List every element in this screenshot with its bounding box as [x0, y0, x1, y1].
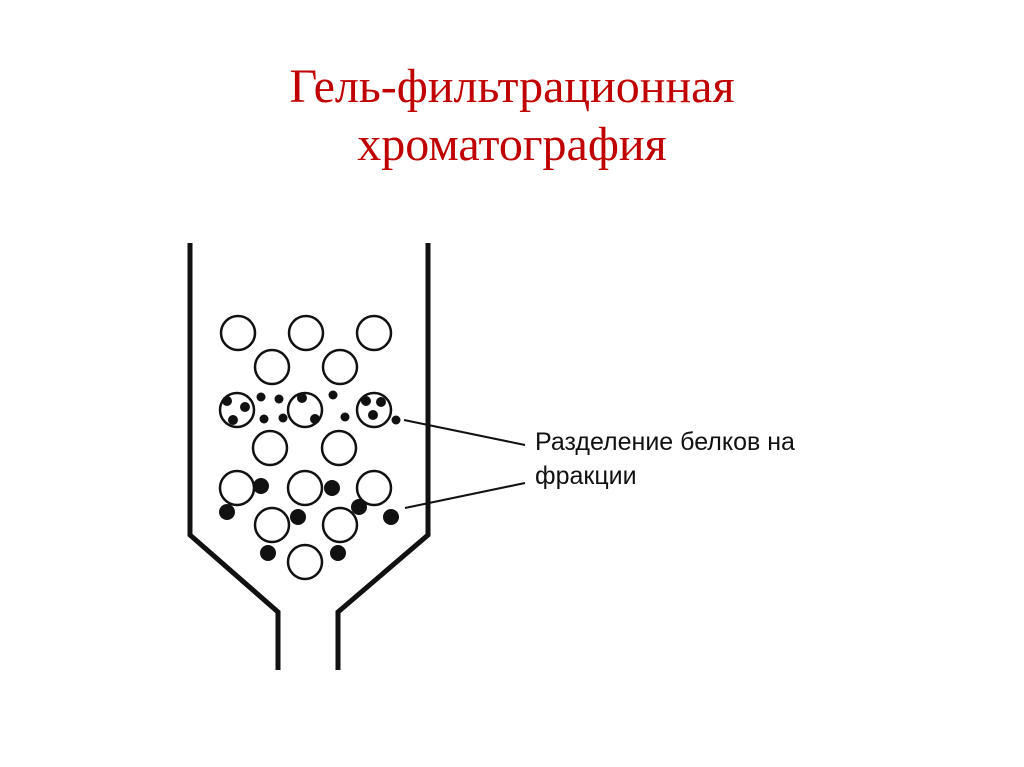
title-line-1: Гель-фильтрационная	[289, 60, 735, 113]
title-line-2: хроматография	[357, 118, 667, 171]
slide-title: Гель-фильтрационная хроматография	[0, 58, 1024, 174]
label-line-2: фракции	[535, 462, 637, 490]
large-protein-molecules	[219, 478, 399, 561]
column-walls	[187, 243, 431, 670]
callout-lines	[403, 419, 526, 509]
callout-label: Разделение белков на фракции	[535, 425, 795, 493]
left-wall	[187, 243, 281, 670]
gel-beads	[218, 314, 393, 581]
label-line-1: Разделение белков на	[535, 428, 795, 456]
right-wall	[335, 243, 431, 670]
small-protein-molecules	[222, 390, 401, 425]
